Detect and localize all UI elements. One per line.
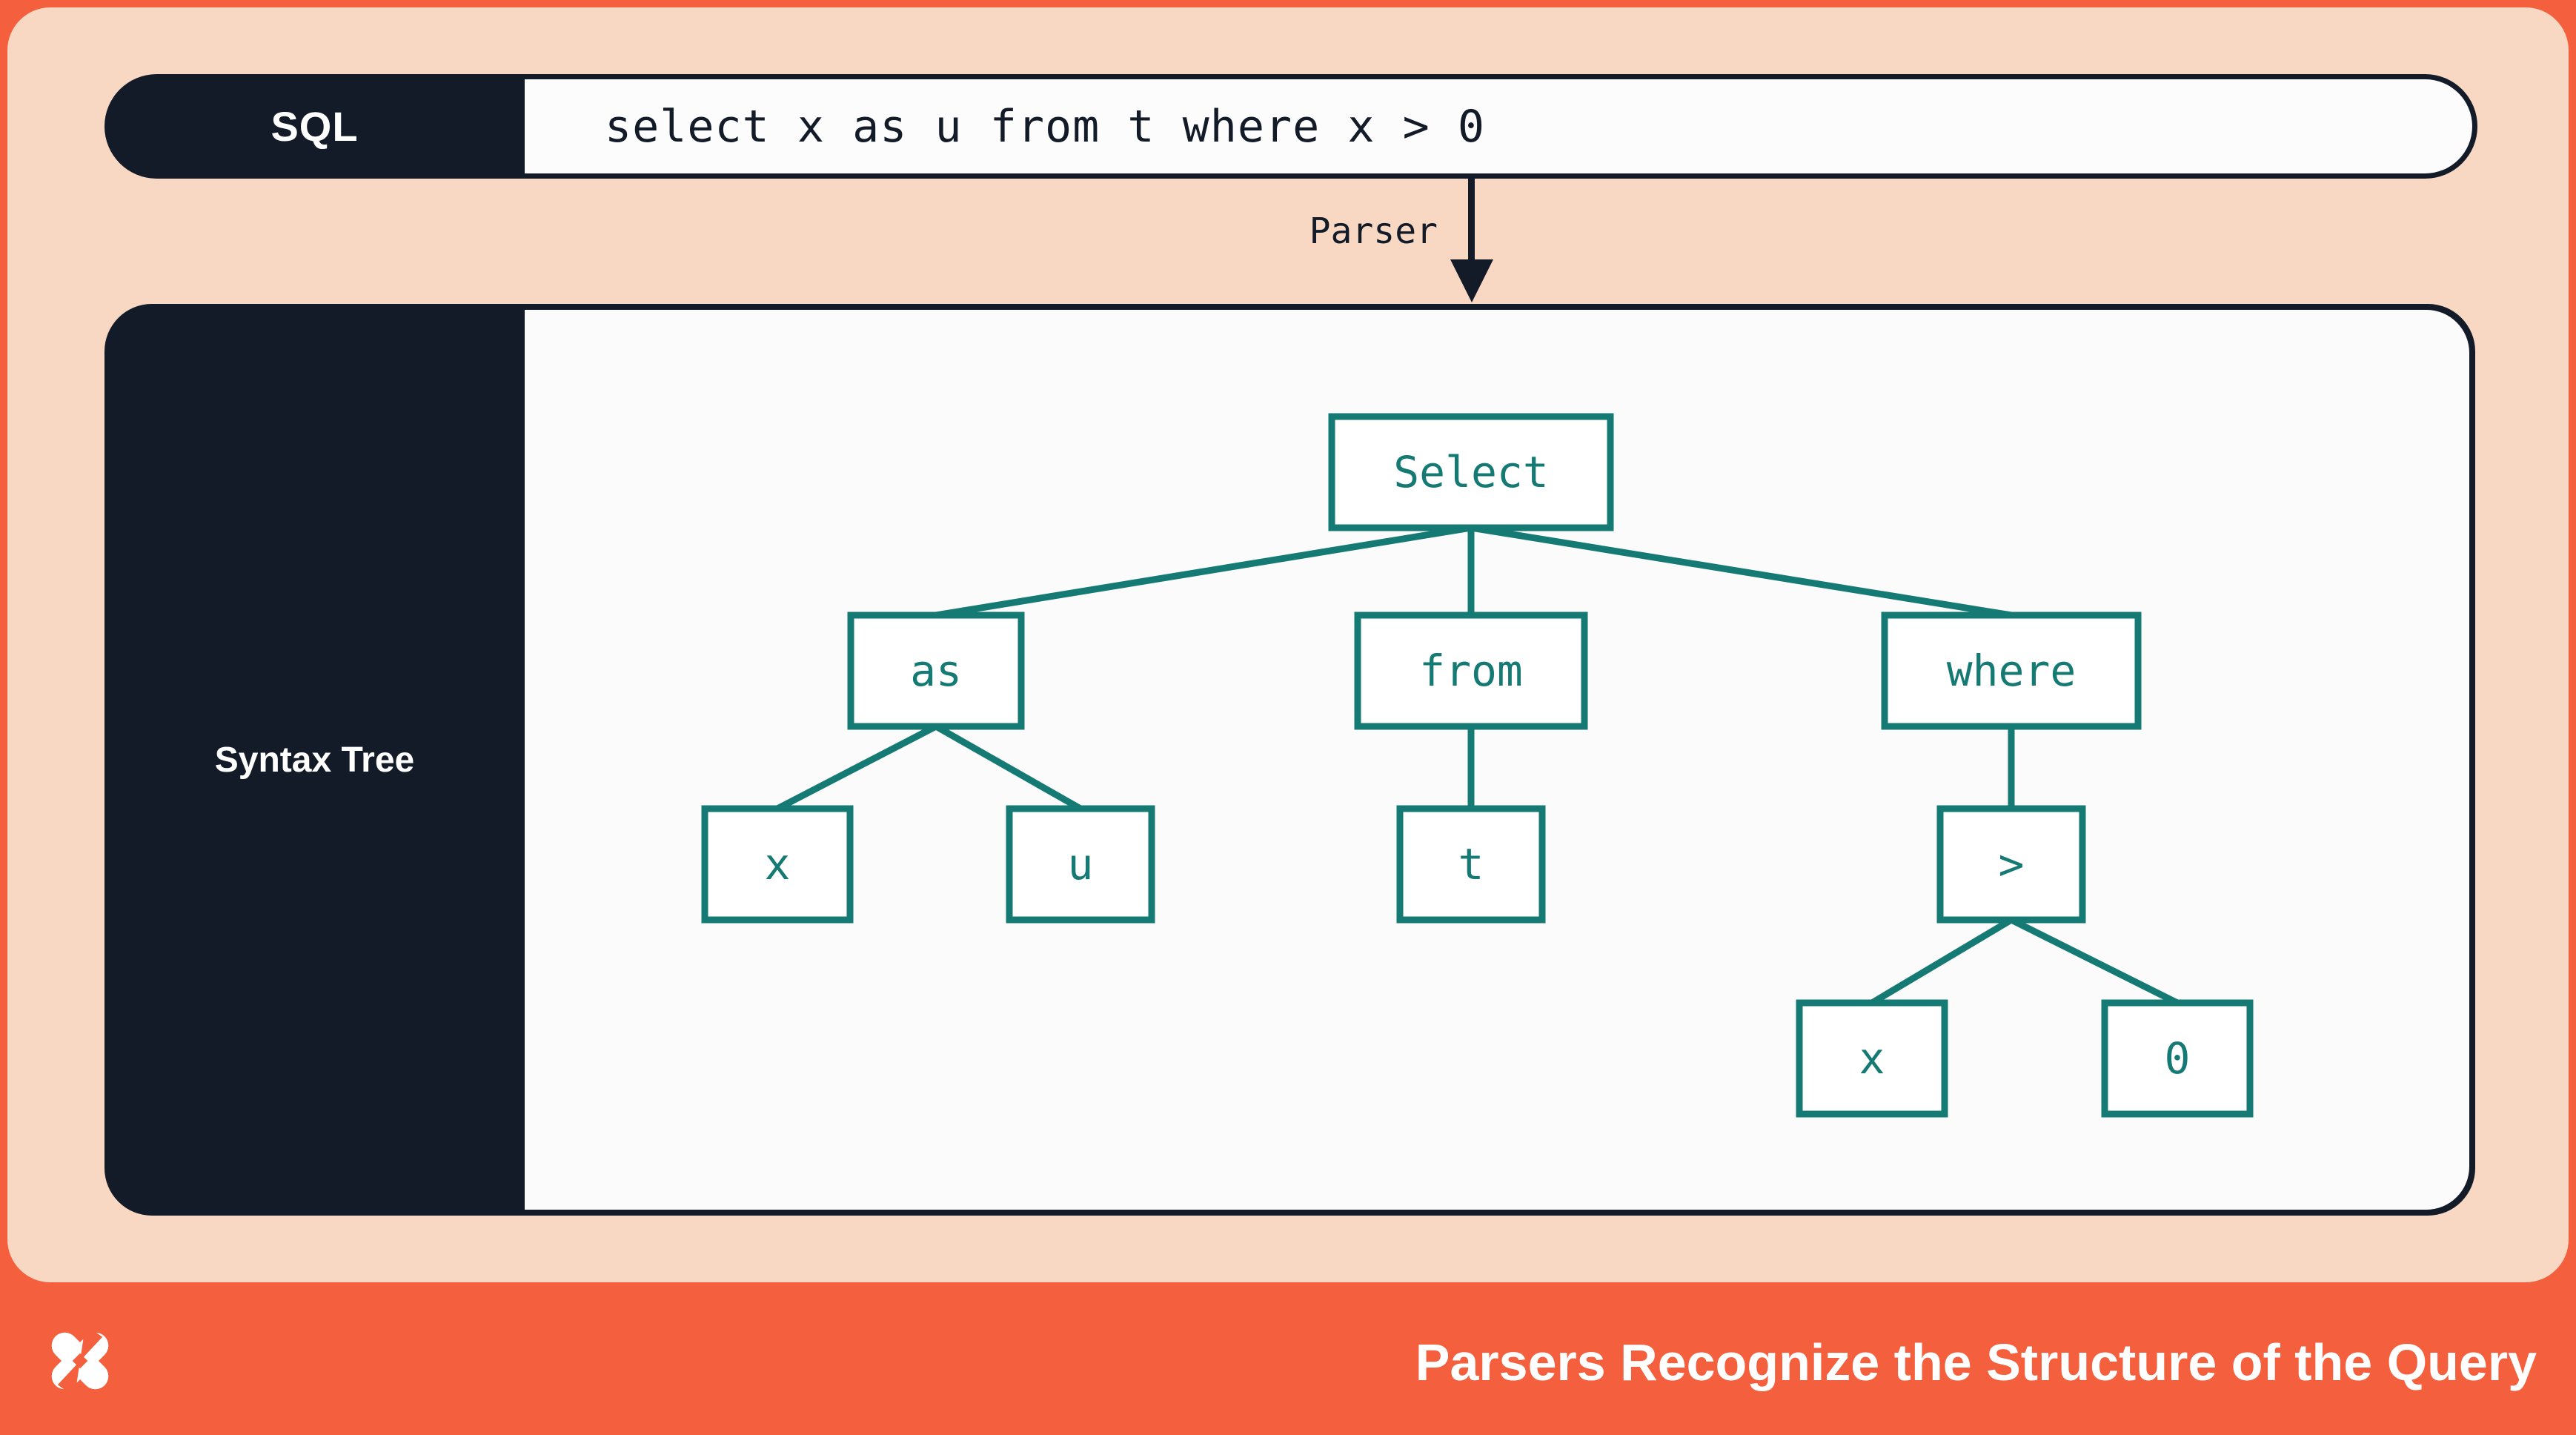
tree-edge-gt-x2 xyxy=(1870,917,2014,1006)
tree-node-label-t: t xyxy=(1458,839,1484,889)
footer-title: Parsers Recognize the Structure of the Q… xyxy=(1415,1333,2537,1391)
tree-node-where xyxy=(1881,612,2142,730)
tree-node-label-x1: x xyxy=(765,839,791,889)
tree-node-label-select: Select xyxy=(1393,447,1549,497)
tree-node-u xyxy=(1006,805,1155,924)
parser-arrow-line xyxy=(1468,179,1475,262)
tree-node-as xyxy=(847,612,1025,730)
tree-node-label-where: where xyxy=(1947,646,2077,696)
tree-node-label-zero: 0 xyxy=(2165,1033,2191,1084)
tree-node-label-as: as xyxy=(910,646,962,696)
tree-edge-select-where xyxy=(1470,524,2012,619)
tree-edge-as-x1 xyxy=(775,723,938,812)
tree-node-label-gt: > xyxy=(1999,839,2025,889)
tree-node-x1 xyxy=(701,805,854,924)
parser-label: Parser xyxy=(1309,211,1438,252)
tree-node-x2 xyxy=(1796,999,1948,1118)
parser-arrow-head-icon xyxy=(1450,259,1493,302)
sql-query-field: select x as u from t where x > 0 xyxy=(525,79,2472,173)
tree-edge-gt-zero xyxy=(2009,916,2180,1007)
tree-node-label-u: u xyxy=(1068,839,1094,889)
pinwheel-x-logo-icon xyxy=(51,1325,109,1397)
tree-node-gt xyxy=(1936,805,2086,924)
tree-node-zero xyxy=(2101,999,2254,1118)
tree-node-from xyxy=(1354,612,1588,730)
tree-node-t xyxy=(1396,805,1546,924)
syntax-tree-panel: Syntax Tree Select as from where x u t > x 0 xyxy=(104,304,2475,1216)
sql-query-text: select x as u from t where x > 0 xyxy=(605,100,1485,153)
tree-edge-as-u xyxy=(934,723,1083,812)
tree-node-select xyxy=(1328,413,1614,531)
sql-bar-label: SQL xyxy=(270,103,359,150)
sql-bar: select x as u from t where x > 0 SQL xyxy=(104,74,2477,179)
syntax-tree-svg: Select as from where x u t > x 0 xyxy=(701,413,2254,1118)
tree-edge-select-as xyxy=(935,524,1472,619)
tree-node-label-x2: x xyxy=(1859,1033,1885,1084)
syntax-tree-panel-label: Syntax Tree xyxy=(214,740,415,780)
tree-node-label-from: from xyxy=(1419,646,1523,696)
